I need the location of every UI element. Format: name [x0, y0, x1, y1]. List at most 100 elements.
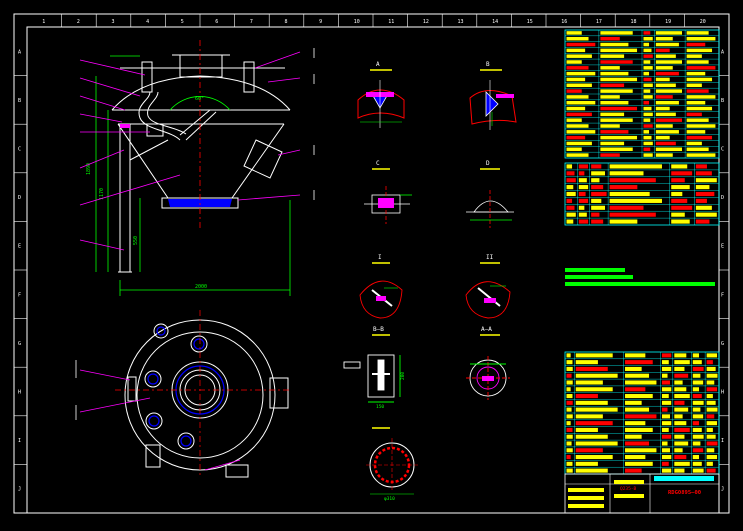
- leader-8: [79, 239, 125, 251]
- table-cell-block: [674, 461, 690, 466]
- plan-leg-bottom-right: [225, 464, 249, 478]
- table-cell-block: [575, 380, 603, 385]
- table-cell-block: [655, 31, 682, 35]
- table-cell-block: [591, 219, 604, 224]
- table-cell-block: [600, 130, 629, 134]
- table-cell-block: [566, 414, 573, 419]
- table-cell-block: [643, 89, 651, 93]
- table-cell-block: [661, 373, 668, 378]
- table-cell-block: [671, 205, 693, 210]
- grid-row-label: B: [721, 98, 724, 104]
- dim-plate: 200: [400, 372, 406, 380]
- table-cell-block: [643, 36, 653, 41]
- table-cell-block: [566, 71, 596, 76]
- technical-data-table: [564, 29, 720, 159]
- table-cell-block: [655, 36, 673, 41]
- table-cell-block: [692, 461, 702, 466]
- table-cell-block: [706, 366, 716, 371]
- table-cell-block: [578, 185, 589, 190]
- table-cell-block: [692, 468, 704, 473]
- dim-overall-height: 1890: [86, 163, 92, 175]
- table-cell-block: [625, 387, 646, 392]
- table-cell-block: [575, 353, 613, 358]
- table-cell-block: [695, 185, 710, 190]
- ring-section: [366, 438, 418, 495]
- detail-ii: [465, 281, 511, 319]
- table-cell-block: [692, 380, 704, 385]
- table-cell-block: [575, 394, 598, 399]
- grid-col-label: 12: [423, 19, 429, 25]
- table-cell-block: [600, 112, 625, 117]
- table-cell-block: [674, 441, 689, 446]
- table-cell-block: [566, 400, 573, 405]
- table-cell-block: [706, 394, 713, 399]
- table-cell-block: [655, 83, 676, 88]
- table-cell-block: [575, 434, 608, 439]
- table-cell-block: [686, 71, 706, 76]
- table-cell-block: [566, 130, 596, 134]
- table-cell-block: [706, 448, 715, 453]
- table-cell-block: [566, 455, 571, 460]
- table-cell-block: [591, 185, 604, 190]
- grid-col-label: 10: [354, 19, 360, 25]
- table-cell-block: [655, 95, 673, 99]
- grid-col-label: 3: [112, 19, 115, 25]
- plan-nozzle-5: [177, 432, 195, 450]
- table-cell-block: [692, 434, 704, 439]
- table-cell-block: [655, 77, 670, 82]
- leader-4: [79, 113, 123, 123]
- table-cell-block: [591, 198, 602, 203]
- table-cell-block: [686, 77, 713, 82]
- plan-leaders: [79, 369, 241, 471]
- table-cell-block: [661, 360, 669, 365]
- table-cell-block: [625, 353, 646, 358]
- table-cell-block: [706, 434, 716, 439]
- table-cell-block: [625, 434, 642, 439]
- plan-nozzle-1: [153, 323, 169, 339]
- table-cell-block: [566, 164, 573, 169]
- table-cell-block: [655, 153, 673, 157]
- dim-ring: φ310: [384, 496, 395, 502]
- plan-side-box: [269, 377, 289, 409]
- table-cell-block: [600, 54, 625, 58]
- table-cell-block: [686, 31, 709, 35]
- table-cell-block: [578, 171, 585, 176]
- table-cell-block: [686, 135, 713, 140]
- table-cell-block: [655, 124, 673, 128]
- table-cell-block: [661, 414, 670, 419]
- table-cell-block: [674, 427, 690, 432]
- table-cell-block: [609, 219, 638, 224]
- table-cell-block: [575, 414, 603, 419]
- table-cell-block: [566, 66, 589, 70]
- table-cell-block: [566, 427, 573, 432]
- table-cell-block: [674, 414, 683, 419]
- table-cell-block: [600, 106, 638, 111]
- plan-nozzle-2: [190, 335, 208, 353]
- table-cell-block: [692, 366, 704, 371]
- table-cell-block: [695, 219, 710, 224]
- table-cell-block: [625, 421, 646, 426]
- leader-12: [237, 194, 301, 201]
- table-cell-block: [661, 448, 670, 453]
- table-cell-block: [600, 66, 620, 70]
- table-cell-block: [671, 198, 688, 203]
- label-aa: A—A: [481, 326, 492, 333]
- table-cell-block: [566, 54, 592, 58]
- section-bb: [343, 354, 401, 403]
- grid-row-label: J: [721, 487, 724, 493]
- grid-col-label: 7: [250, 19, 253, 25]
- table-cell-block: [643, 147, 651, 152]
- detail-c: [364, 186, 412, 224]
- table-cell-block: [643, 118, 651, 122]
- grid-col-label: 1: [42, 19, 45, 25]
- table-cell-block: [706, 455, 718, 460]
- table-cell-block: [643, 54, 653, 58]
- table-cell-block: [674, 353, 687, 358]
- table-cell-block: [692, 360, 702, 365]
- table-cell-block: [706, 380, 715, 385]
- grid-row-label: J: [18, 487, 21, 493]
- grid-row-label: F: [721, 292, 724, 298]
- table-cell-block: [655, 130, 679, 134]
- table-cell-block: [600, 118, 633, 122]
